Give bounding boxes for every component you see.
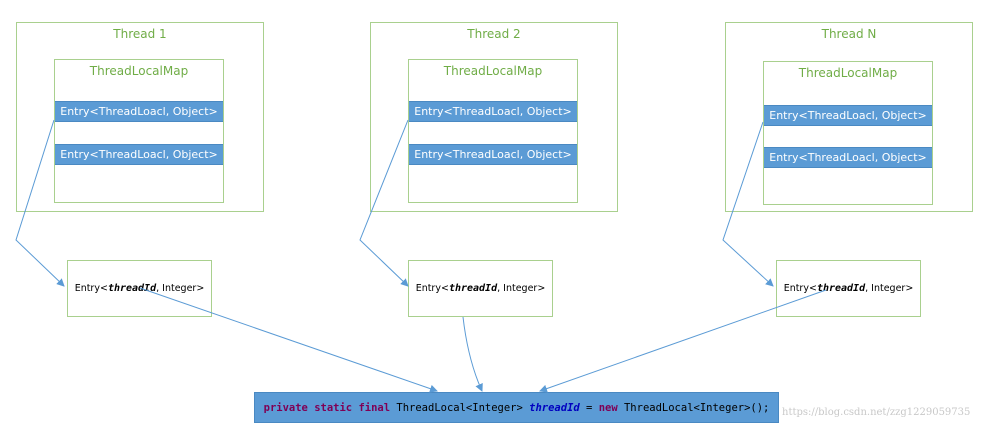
- thread-local-map: ThreadLocalMap Entry<ThreadLoacl, Object…: [408, 59, 578, 203]
- thread-local-map: ThreadLocalMap Entry<ThreadLoacl, Object…: [763, 61, 933, 205]
- entry-key: threadId: [107, 283, 157, 294]
- map-entry: Entry<ThreadLoacl, Object>: [764, 147, 932, 168]
- threadid-entry-n: Entry<threadId , Integer>: [776, 260, 921, 317]
- map-entry: Entry<ThreadLoacl, Object>: [55, 144, 223, 165]
- entry-prefix: Entry<: [415, 283, 449, 294]
- map-entry: Entry<ThreadLoacl, Object>: [764, 105, 932, 126]
- entry-suffix: , Integer>: [156, 283, 205, 294]
- code-keyword-new: new: [598, 401, 618, 414]
- thread-local-map: ThreadLocalMap Entry<ThreadLoacl, Object…: [54, 59, 224, 203]
- entry-suffix: , Integer>: [497, 283, 546, 294]
- arrow-to-code-1: [139, 287, 438, 393]
- map-title: ThreadLocalMap: [89, 64, 189, 78]
- arrow-to-code-2: [462, 316, 483, 392]
- arrow-entry-1: [15, 119, 65, 287]
- map-title: ThreadLocalMap: [443, 64, 543, 78]
- code-variable: threadId: [529, 401, 580, 414]
- map-entry: Entry<ThreadLoacl, Object>: [409, 101, 577, 122]
- arrow-to-code-n: [539, 289, 827, 393]
- entry-prefix: Entry<: [783, 283, 817, 294]
- thread-box-1: Thread 1 ThreadLocalMap Entry<ThreadLoac…: [16, 22, 264, 212]
- entry-key: threadId: [448, 283, 498, 294]
- arrow-entry-2: [359, 119, 409, 287]
- entry-suffix: , Integer>: [865, 283, 914, 294]
- code-type: ThreadLocal<Integer>: [390, 401, 530, 414]
- code-constructor: ThreadLocal<Integer>();: [617, 401, 770, 414]
- threadid-entry-1: Entry<threadId , Integer>: [67, 260, 212, 317]
- code-keyword: private static final: [263, 401, 391, 414]
- thread-title: Thread 2: [467, 27, 521, 41]
- watermark: https://blog.csdn.net/zzg1229059735: [782, 407, 971, 418]
- threadlocal-declaration: private static final ThreadLocal<Integer…: [254, 392, 779, 423]
- arrow-entry-n: [722, 121, 774, 287]
- thread-box-n: Thread N ThreadLocalMap Entry<ThreadLoac…: [725, 22, 973, 212]
- entry-prefix: Entry<: [74, 283, 108, 294]
- thread-title: Thread 1: [113, 27, 167, 41]
- entry-key: threadId: [816, 283, 866, 294]
- map-entry: Entry<ThreadLoacl, Object>: [55, 101, 223, 122]
- threadid-entry-2: Entry<threadId , Integer>: [408, 260, 553, 317]
- thread-box-2: Thread 2 ThreadLocalMap Entry<ThreadLoac…: [370, 22, 618, 212]
- thread-title: Thread N: [821, 27, 877, 41]
- map-title: ThreadLocalMap: [798, 66, 898, 80]
- map-entry: Entry<ThreadLoacl, Object>: [409, 144, 577, 165]
- code-equals: =: [579, 401, 599, 414]
